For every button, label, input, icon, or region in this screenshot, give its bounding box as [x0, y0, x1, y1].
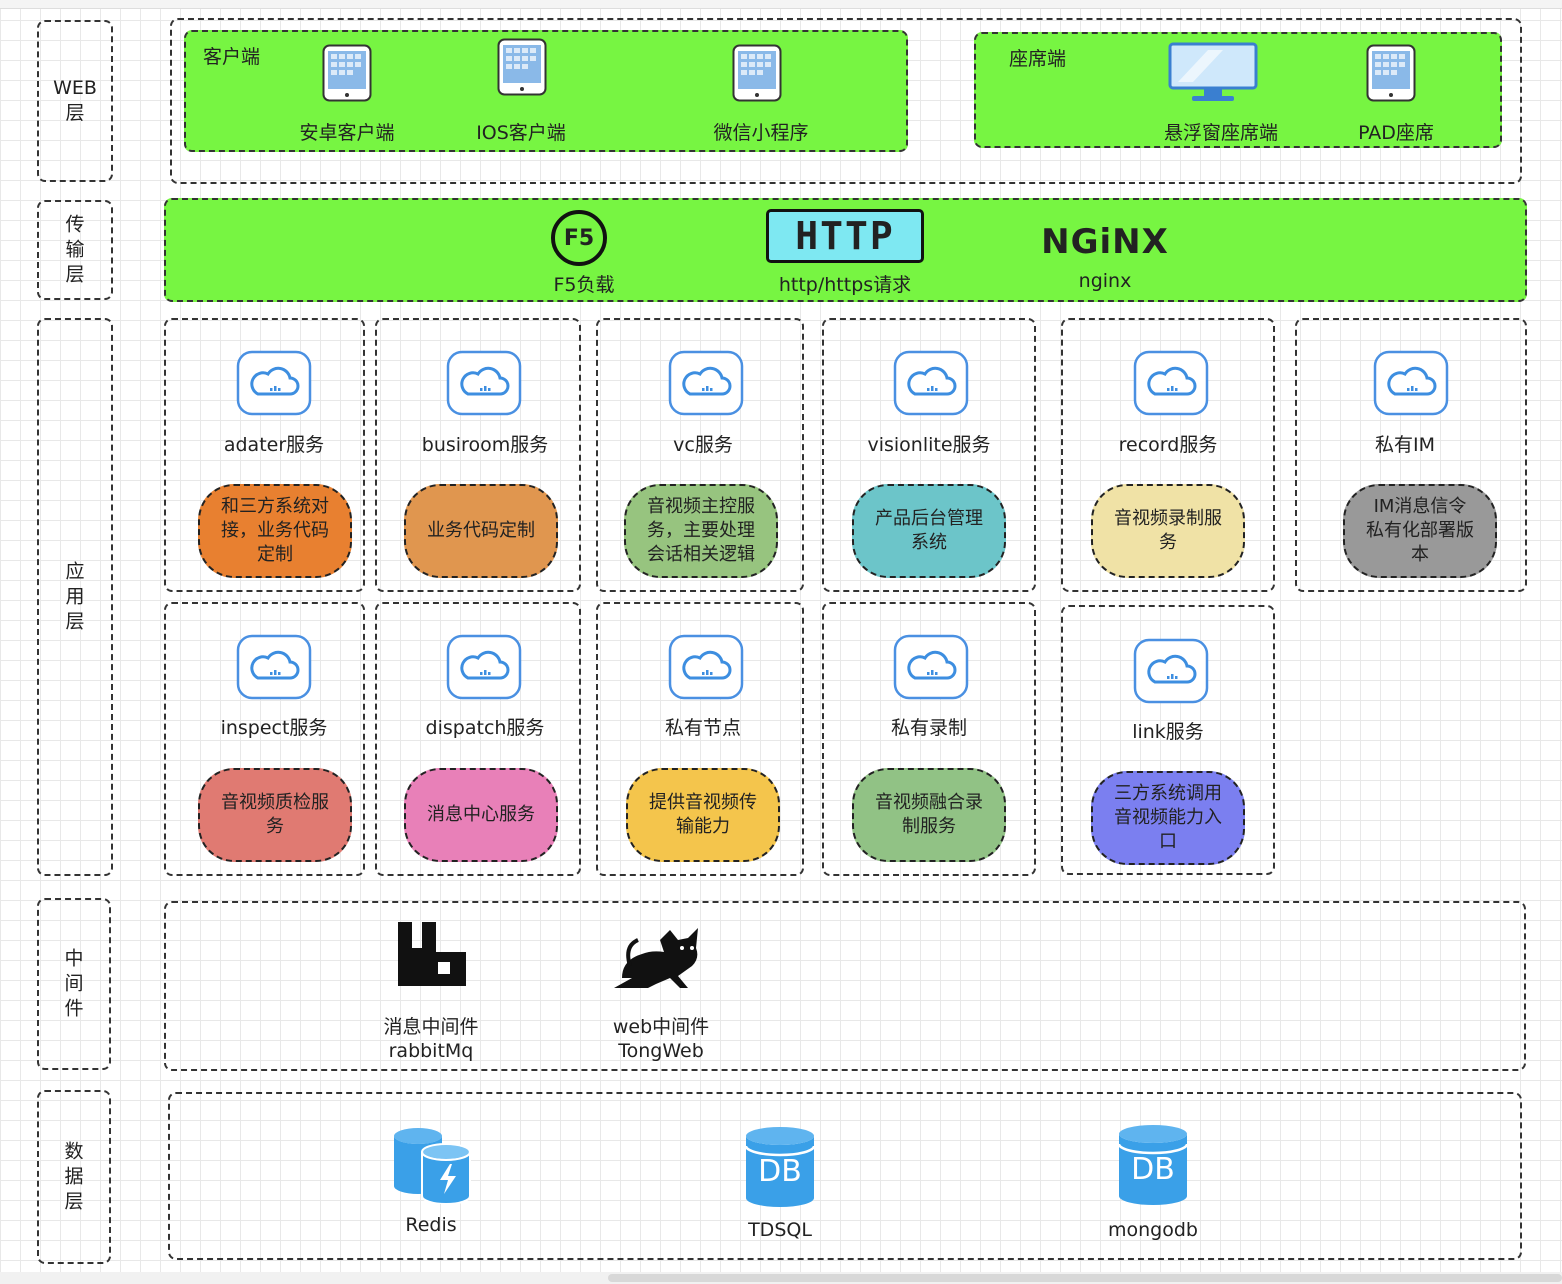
cloud-service-icon [1373, 350, 1449, 416]
service-desc: 消息中心服务 [404, 768, 558, 862]
service-desc: 音视频融合录 制服务 [852, 768, 1006, 862]
service-box-dispatch [375, 602, 581, 876]
http-logo-icon: HTTP [766, 209, 924, 263]
cloud-service-icon [446, 634, 522, 700]
service-name: dispatch服务 [425, 717, 545, 739]
layer-transport: 传 输 层 [37, 200, 113, 300]
f5-logo-icon: F5 [551, 210, 607, 266]
layer-transport-label: 传 输 层 [65, 213, 85, 286]
service-box-private-node [596, 602, 804, 876]
service-box-record [1061, 318, 1275, 592]
service-desc: 和三方系统对 接，业务代码 定制 [198, 484, 352, 578]
service-box-vc [596, 318, 804, 592]
service-name: vc服务 [673, 434, 733, 456]
service-desc: IM消息信令 私有化部署版 本 [1343, 484, 1497, 578]
database-cylinder-icon [744, 1127, 816, 1207]
nginx-logo-icon: NGiNX [1041, 222, 1169, 262]
seat-label: PAD座席 [1358, 122, 1434, 144]
service-name: visionlite服务 [867, 434, 991, 456]
mongodb-label: mongodb [1108, 1219, 1198, 1241]
mongodb-db-icon: DB [1117, 1124, 1189, 1206]
redis-label: Redis [405, 1214, 457, 1236]
cloud-service-icon [893, 634, 969, 700]
web-middleware-label: web中间件 TongWeb [612, 1016, 710, 1062]
service-name: record服务 [1118, 434, 1218, 456]
cloud-service-icon [236, 634, 312, 700]
service-box-inspect [164, 602, 365, 876]
layer-app: 应 用 层 [37, 318, 113, 876]
tdsql-db-icon: DB [744, 1126, 816, 1208]
service-name: 私有IM [1375, 434, 1435, 456]
service-desc: 音视频质检服 务 [198, 768, 352, 862]
service-desc: 产品后台管理 系统 [852, 484, 1006, 578]
service-box-private-im [1295, 318, 1527, 592]
tablet-icon [1366, 44, 1416, 102]
mongodb-db-text: DB [1131, 1152, 1175, 1187]
cloud-service-icon [1133, 638, 1209, 704]
service-box-link [1061, 605, 1275, 875]
web-layer-container [170, 18, 1522, 184]
monitor-icon [1168, 42, 1258, 101]
cloud-service-icon [893, 350, 969, 416]
layer-middleware: 中 间 件 [37, 898, 111, 1070]
service-name: adater服务 [223, 434, 325, 456]
cloud-service-icon [446, 350, 522, 416]
window-top-bar [0, 0, 1562, 9]
cloud-service-icon [1133, 350, 1209, 416]
http-label: http/https请求 [778, 274, 912, 296]
service-name: link服务 [1132, 721, 1204, 743]
client-label: IOS客户端 [476, 122, 566, 144]
f5-label: F5负载 [553, 274, 615, 296]
tablet-icon [497, 38, 547, 96]
scrollbar-thumb[interactable] [608, 1274, 1562, 1282]
cloud-service-icon [668, 350, 744, 416]
layer-web: WEB 层 [37, 20, 113, 182]
layer-app-label: 应 用 层 [65, 560, 85, 633]
service-desc: 提供音视频传 输能力 [626, 768, 780, 862]
service-box-private-record [822, 602, 1036, 876]
cloud-service-icon [236, 350, 312, 416]
service-name: inspect服务 [220, 717, 328, 739]
tablet-icon [322, 44, 372, 102]
data-container [168, 1092, 1522, 1260]
database-cylinder-icon [1117, 1125, 1189, 1205]
layer-web-label: WEB 层 [53, 77, 97, 124]
middleware-container [164, 901, 1526, 1071]
service-name: 私有录制 [890, 717, 967, 739]
layer-data: 数 据 层 [37, 1090, 111, 1264]
tomcat-cat-icon [614, 928, 698, 988]
service-desc: 音视频录制服 务 [1091, 484, 1245, 578]
client-label: 安卓客户端 [299, 122, 395, 144]
mq-label: 消息中间件 rabbitMq [383, 1016, 479, 1062]
service-box-busiroom [375, 318, 581, 592]
seat-group-title: 座席端 [1009, 48, 1067, 70]
cloud-service-icon [668, 634, 744, 700]
service-desc: 业务代码定制 [404, 484, 558, 578]
service-box-visionlite [822, 318, 1036, 592]
rabbitmq-icon [398, 922, 466, 986]
service-name: busiroom服务 [421, 434, 549, 456]
service-desc: 音视频主控服 务，主要处理 会话相关逻辑 [624, 484, 778, 578]
tdsql-db-text: DB [758, 1154, 802, 1189]
client-label: 微信小程序 [713, 122, 809, 144]
service-desc: 三方系统调用 音视频能力入 口 [1091, 771, 1245, 865]
layer-data-label: 数 据 层 [64, 1140, 84, 1213]
client-group-title: 客户端 [203, 46, 261, 68]
nginx-label: nginx [1078, 270, 1132, 292]
tablet-icon [732, 44, 782, 102]
tdsql-label: TDSQL [748, 1219, 812, 1241]
layer-middleware-label: 中 间 件 [64, 947, 84, 1020]
service-box-adater [164, 318, 365, 592]
seat-label: 悬浮窗座席端 [1163, 122, 1278, 144]
service-name: 私有节点 [664, 717, 741, 739]
redis-db-icon [394, 1128, 471, 1204]
